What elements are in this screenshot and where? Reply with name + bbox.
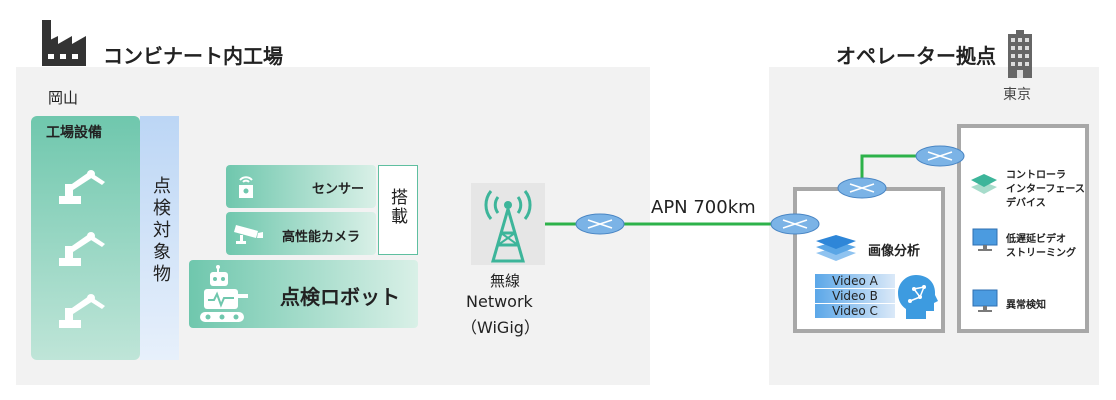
equipment-title: 工場設備 [46, 125, 102, 141]
factory-icon [42, 20, 86, 66]
streaming-label-1: 低遅延ビデオ [1006, 234, 1066, 245]
inspection-target-strip [140, 116, 179, 360]
wireless-label-3: （WiGig） [461, 318, 540, 337]
operator-location: 東京 [1003, 87, 1031, 103]
monitor-icon [972, 228, 998, 251]
inspection-target-label: 点検対象物 [150, 176, 171, 286]
router-icon [575, 213, 625, 235]
router-icon [837, 177, 887, 199]
video-c: Video C [815, 304, 895, 318]
anomaly-label: 異常検知 [1006, 300, 1046, 311]
wireless-label-2: Network [466, 292, 533, 311]
robot-arm-icon [59, 232, 105, 266]
router-icon [915, 145, 965, 167]
layers-icon [971, 174, 997, 194]
mounted-box [378, 165, 418, 255]
mounted-label: 搭載 [387, 188, 407, 226]
monitor-icon [972, 289, 998, 312]
router-icon [770, 213, 820, 235]
wireless-tower-icon [471, 183, 545, 265]
apn-label: APN 700km [651, 197, 756, 218]
factory-title: コンビナート内工場 [103, 44, 283, 68]
camera-icon [234, 225, 263, 244]
robot-label: 点検ロボット [280, 285, 400, 309]
operator-title: オペレーター拠点 [836, 44, 996, 68]
office-building-icon [1008, 30, 1032, 78]
video-a: Video A [815, 274, 895, 288]
analysis-title: 画像分析 [868, 244, 921, 259]
wireless-label-1: 無線 [490, 272, 521, 290]
sensor-icon [239, 176, 253, 198]
streaming-label-2: ストリーミング [1006, 248, 1076, 259]
robot-arm-icon [59, 294, 105, 328]
camera-label: 高性能カメラ [282, 230, 361, 245]
controller-label-2: インターフェース [1006, 184, 1085, 195]
ai-head-icon [898, 275, 938, 319]
layers-icon [816, 235, 856, 261]
factory-location: 岡山 [48, 89, 79, 107]
robot-icon [200, 265, 248, 322]
controller-label-1: コントローラ [1006, 170, 1066, 181]
controller-label-3: デバイス [1006, 198, 1046, 209]
robot-arm-icon [59, 170, 105, 204]
sensor-label: センサー [312, 182, 365, 197]
video-b: Video B [815, 289, 895, 303]
